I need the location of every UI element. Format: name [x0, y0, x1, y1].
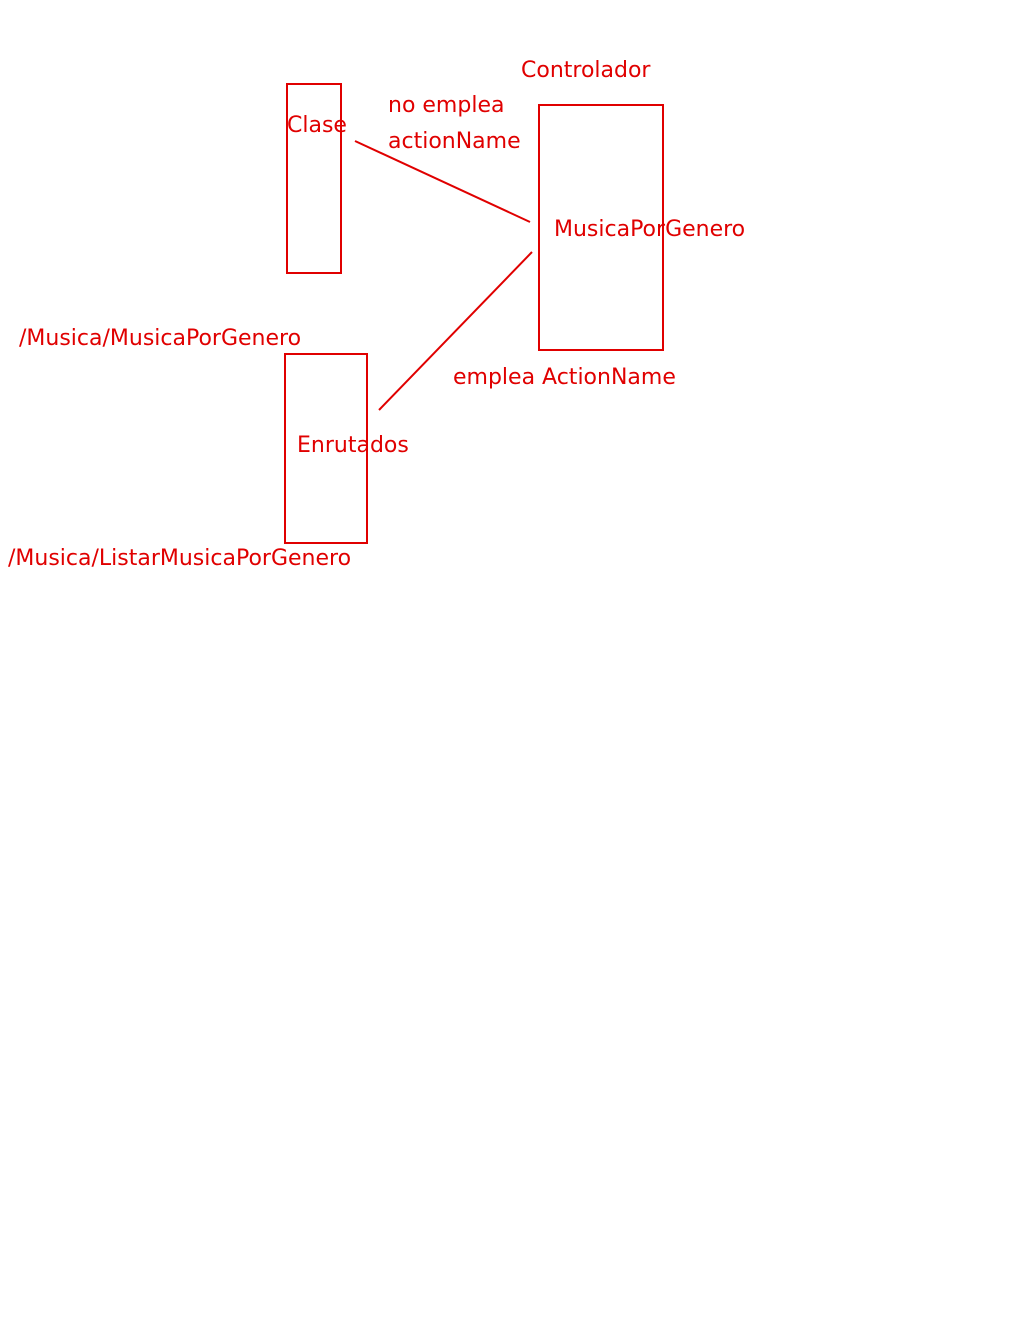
enrutados-box	[284, 353, 368, 544]
enrutados-label: Enrutados	[297, 433, 409, 458]
clase-label: Clase	[287, 113, 347, 138]
route-musica-por-genero-label: /Musica/MusicaPorGenero	[19, 326, 302, 351]
emplea-action-name-label: emplea ActionName	[453, 365, 676, 390]
route-listar-label: /Musica/ListarMusicaPorGenero	[8, 546, 352, 571]
controlador-box	[538, 104, 664, 351]
no-emplea-label: no emplea	[388, 93, 505, 118]
clase-box	[286, 83, 342, 274]
action-name-label: actionName	[388, 129, 521, 154]
controlador-label: Controlador	[521, 58, 651, 83]
musica-por-genero-label: MusicaPorGenero	[554, 217, 746, 242]
